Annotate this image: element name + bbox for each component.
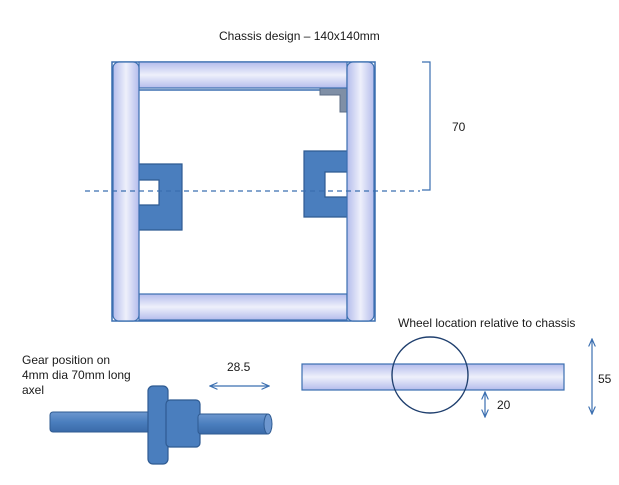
wheel-offset-label: 20 — [497, 398, 511, 412]
left-mount-block — [137, 163, 183, 231]
gear-disc — [147, 385, 169, 465]
corner-bracket — [319, 86, 349, 113]
diagram-title: Chassis design – 140x140mm — [219, 29, 380, 43]
side-tube — [301, 363, 565, 391]
axle-shaft-right — [197, 413, 271, 435]
gear-caption-line-2: 4mm dia 70mm long — [22, 368, 131, 382]
wheel-height-label: 55 — [598, 372, 612, 386]
right-mount-block — [303, 150, 349, 218]
gear-caption-line-1: Gear position on — [22, 353, 111, 367]
right-tube — [346, 61, 375, 322]
wheel-location-label: Wheel location relative to chassis — [398, 316, 576, 330]
half-height-label: 70 — [452, 120, 466, 134]
wheel-circle — [391, 336, 469, 414]
gear-assembly — [49, 385, 273, 465]
gear-offset-label: 28.5 — [227, 360, 251, 374]
bottom-tube — [138, 293, 348, 321]
axle-end — [263, 413, 273, 435]
wheel-location — [301, 336, 592, 417]
axle-shaft-left — [49, 411, 153, 433]
chassis-frame — [85, 61, 420, 322]
gear-caption-line-3: axel — [22, 383, 45, 397]
gear-hub — [165, 399, 201, 448]
top-tube — [138, 61, 348, 89]
half-height-bracket — [422, 61, 431, 191]
gear-caption: Gear position on 4mm dia 70mm long axel — [22, 353, 142, 398]
